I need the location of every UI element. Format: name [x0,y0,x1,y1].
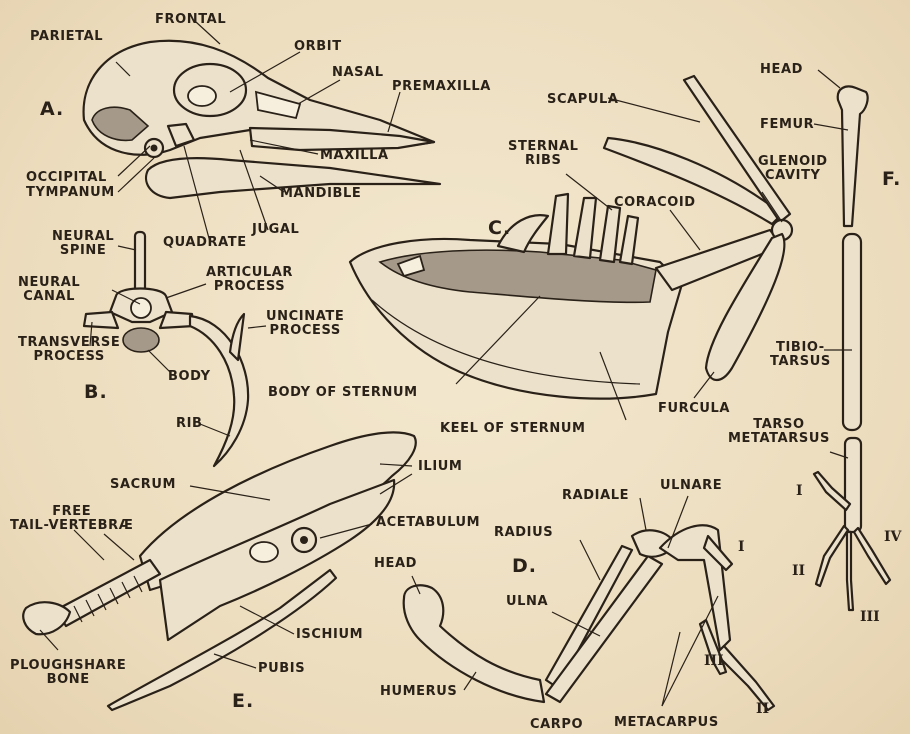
label-body-of-sternum: BODY OF STERNUM [268,386,418,400]
label-ilium: ILIUM [418,460,462,474]
label-radiale: RADIALE [562,489,629,503]
label-sacrum: SACRUM [110,478,176,492]
section-c-label: C. [488,221,511,235]
label-ulnare: ULNARE [660,479,722,493]
label-keel-of-sternum: KEEL OF STERNUM [440,422,586,436]
label-radius: RADIUS [494,526,553,540]
femur-head-bone [838,87,868,227]
label-wing-digit-III: III [704,654,724,668]
vertebra-transverse-left [84,312,118,328]
tarsometatarsus-bone [845,438,861,532]
label-wing-digit-I: I [738,540,745,554]
label-mandible: MANDIBLE [280,187,361,201]
section-b-label: B. [84,385,108,399]
label-coracoid: CORACOID [614,196,696,210]
label-carpo: CARPO [530,718,583,732]
section-d-label: D. [512,559,537,573]
label-free-tail-vertebrae: FREE TAIL-VERTEBRÆ [10,505,133,533]
label-leg-digit-IV: IV [884,530,901,544]
label-transverse-process: TRANSVERSE PROCESS [18,336,120,364]
label-tympanum: TYMPANUM [26,186,115,200]
section-a-label: A. [40,102,64,116]
label-quadrate: QUADRATE [163,236,247,250]
label-ischium: ISCHIUM [296,628,363,642]
label-vertebra-body: BODY [168,370,211,384]
label-premaxilla: PREMAXILLA [392,80,491,94]
tibiotarsus-bone [843,234,861,430]
ploughshare-bone-shape [23,602,70,634]
label-leg-digit-III: III [860,610,880,624]
label-nasal: NASAL [332,66,384,80]
label-jugal: JUGAL [252,223,299,237]
label-orbit: ORBIT [294,40,342,54]
label-rib: RIB [176,417,203,431]
label-maxilla: MAXILLA [320,149,389,163]
label-ulna: ULNA [506,595,548,609]
label-sternal-ribs: STERNAL RIBS [508,140,579,168]
vertebra-body [123,328,159,352]
label-wing-digit-II: II [756,702,769,716]
label-neural-canal: NEURAL CANAL [18,276,80,304]
vertebra-neural-spine [135,232,145,294]
label-femur: FEMUR [760,118,814,132]
section-f-label: F. [882,172,901,186]
wing-metacarpus [660,525,730,650]
label-uncinate-process: UNCINATE PROCESS [266,310,344,338]
label-tarsometatarsus: TARSO METATARSUS [728,418,830,446]
wing-drawing [404,525,774,710]
label-furcula: FURCULA [658,402,730,416]
section-e-label: E. [232,694,254,708]
label-leg-digit-II: II [792,564,805,578]
vertebra-uncinate [230,314,244,360]
label-articular-process: ARTICULAR PROCESS [206,266,293,294]
sternal-rib-1 [548,194,568,254]
label-glenoid-cavity: GLENOID CAVITY [758,155,828,183]
label-acetabulum: ACETABULUM [376,516,480,530]
tail-vertebrae [56,560,160,626]
label-wing-head: HEAD [374,557,417,571]
toe-III [847,532,853,610]
label-tibiotarsus: TIBIO- TARSUS [770,341,831,369]
label-frontal: FRONTAL [155,13,226,27]
label-ploughshare-bone: PLOUGHSHARE BONE [10,659,126,687]
label-metacarpus: METACARPUS [614,716,719,730]
label-leg-head: HEAD [760,63,803,77]
label-leg-digit-I: I [796,484,803,498]
label-parietal: PARIETAL [30,30,103,44]
label-pubis: PUBIS [258,662,305,676]
label-humerus: HUMERUS [380,685,457,699]
toe-II [816,526,848,586]
label-occipital: OCCIPITAL [26,171,107,185]
label-scapula: SCAPULA [547,93,619,107]
sternum-drawing [350,76,792,399]
pelvis-obturator [250,542,278,562]
label-neural-spine: NEURAL SPINE [52,230,114,258]
